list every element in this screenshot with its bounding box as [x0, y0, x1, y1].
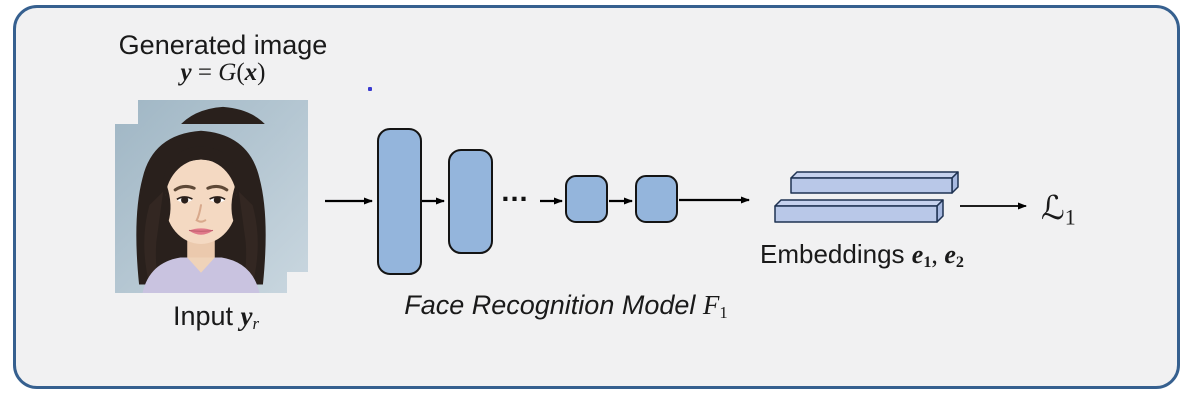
input-label-text: Input — [172, 301, 241, 331]
generated-image-label: Generated image — [118, 30, 328, 60]
embeddings-separator: , — [931, 240, 945, 269]
formula-equals: = — [191, 59, 219, 86]
embedding-var-e2: e — [944, 240, 956, 269]
input-label: Input yr — [136, 301, 296, 334]
model-var-sub: 1 — [719, 303, 728, 323]
loss-sub: 1 — [1064, 204, 1076, 230]
network-layer-block-1 — [377, 128, 422, 275]
embedding-var-e1-sub: 1 — [923, 254, 932, 272]
embeddings-label-text: Embeddings — [760, 239, 912, 269]
ellipsis-dots: ... — [501, 176, 529, 208]
model-label: Face Recognition Model F1 — [398, 290, 734, 323]
embeddings-label: Embeddings e1, e2 — [742, 239, 982, 272]
generated-image-formula: y = G(x) — [98, 59, 348, 87]
formula-rparen: ) — [257, 59, 266, 86]
model-var-F: F — [702, 290, 720, 320]
embedding-var-e2-sub: 2 — [955, 254, 964, 272]
formula-lparen: ( — [236, 59, 245, 86]
stray-blue-dot — [368, 87, 372, 91]
input-var-sub: r — [252, 314, 260, 334]
embedding-var-e1: e — [911, 240, 924, 269]
loss-script-L: ℒ — [1041, 188, 1065, 227]
embedding-bar-2 — [774, 199, 944, 223]
loss-symbol: ℒ1 — [1041, 188, 1121, 231]
model-label-text: Face Recognition Model — [404, 290, 703, 320]
network-layer-block-2 — [448, 149, 493, 254]
network-layer-block-4 — [635, 175, 678, 223]
formula-func-G: G — [218, 59, 237, 86]
formula-var-y: y — [180, 59, 192, 86]
network-layer-block-3 — [565, 175, 608, 223]
input-var-y: y — [240, 301, 253, 331]
formula-var-x: x — [244, 59, 258, 86]
embedding-bar-1 — [790, 171, 959, 194]
